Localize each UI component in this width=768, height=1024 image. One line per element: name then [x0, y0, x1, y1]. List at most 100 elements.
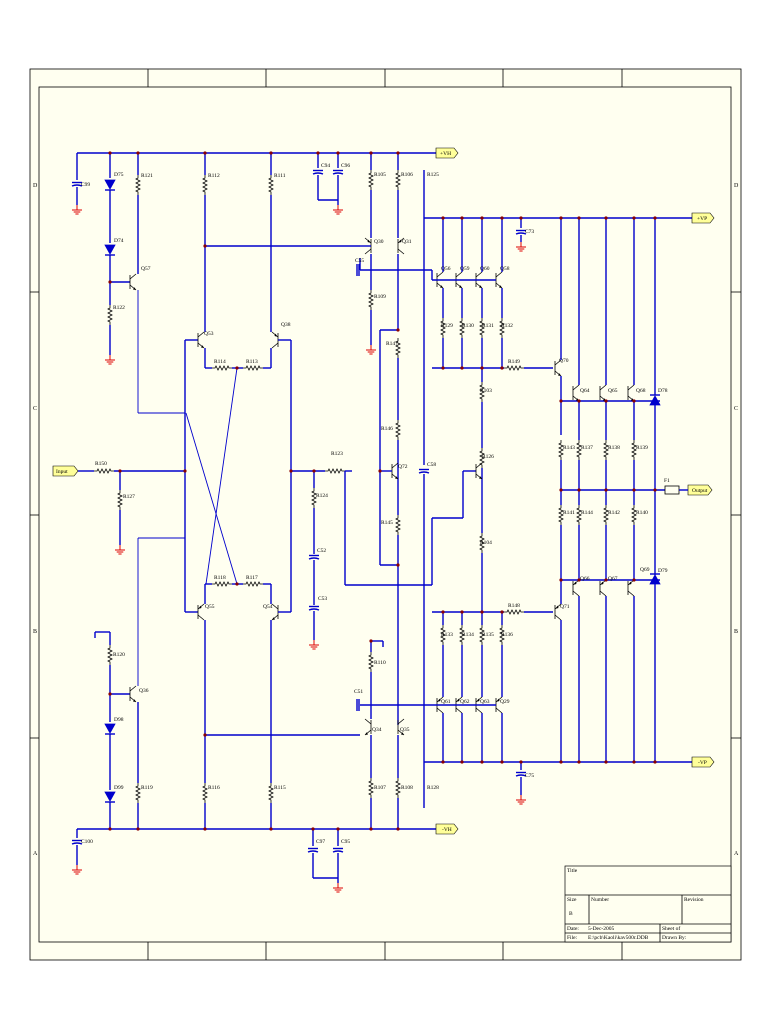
port-output: Output [687, 484, 713, 496]
size-value: B [569, 911, 573, 917]
label-r125: R125 [427, 172, 439, 178]
label-d79: D79 [658, 568, 668, 574]
svg-text:-VH: -VH [442, 827, 452, 833]
feedback-network [291, 468, 476, 650]
title-label: Title [567, 868, 578, 874]
svg-text:Input: Input [56, 469, 68, 475]
label-r123: R123 [331, 451, 343, 457]
port-vp-neg: -VP [691, 756, 715, 768]
label-q35: Q35 [400, 727, 410, 733]
vas-stage [356, 153, 432, 829]
label-r149: R149 [508, 359, 520, 365]
svg-text:Output: Output [692, 488, 708, 494]
label-c55: C55 [355, 258, 364, 264]
label-r150: R150 [95, 461, 107, 467]
label-r110: R110 [374, 660, 386, 666]
label-r130: R130 [462, 323, 474, 329]
label-r106: R106 [401, 172, 413, 178]
label-r142: R142 [608, 510, 620, 516]
label-d75: D75 [114, 172, 124, 178]
label-q61: Q61 [441, 699, 451, 705]
label-q63: Q63 [480, 699, 490, 705]
label-q60: Q60 [480, 266, 490, 272]
ports: +VH +VP Input Output -VP -VH [52, 147, 715, 835]
label-r140: R140 [636, 510, 648, 516]
label-q36: Q36 [139, 688, 149, 694]
label-r139: R139 [636, 445, 648, 451]
label-r111: R111 [274, 173, 286, 179]
label-d99: D99 [114, 785, 124, 791]
junction-dots [108, 151, 657, 831]
label-q62: Q62 [460, 699, 470, 705]
label-r137: R137 [581, 445, 593, 451]
label-q34: Q34 [372, 727, 382, 733]
date-label: Date: [567, 926, 579, 932]
label-r134: R134 [462, 632, 474, 638]
left-bias-network [71, 153, 185, 875]
zone-c-right: C [734, 406, 738, 412]
label-r126: R126 [482, 454, 494, 460]
label-r127: R127 [123, 494, 135, 500]
label-r145: R145 [381, 520, 393, 526]
label-r117: R117 [246, 575, 258, 581]
label-r114: R114 [214, 359, 226, 365]
label-c100: C100 [81, 839, 93, 845]
label-r129: R129 [441, 323, 453, 329]
label-r147: R147 [386, 341, 398, 347]
label-c95: C95 [341, 839, 350, 845]
label-q55: Q55 [205, 604, 215, 610]
zone-d-left: D [33, 183, 38, 189]
svg-text:-VP: -VP [698, 760, 707, 766]
label-q29: Q29 [500, 699, 510, 705]
label-c53: C53 [318, 596, 327, 602]
label-q57: Q57 [141, 266, 151, 272]
zone-a-left: A [33, 851, 38, 857]
label-r124: R124 [316, 493, 328, 499]
label-r113: R113 [246, 359, 258, 365]
label-r118: R118 [214, 575, 226, 581]
label-r143: R143 [563, 445, 575, 451]
zone-b-left: B [33, 629, 37, 635]
zone-c-left: C [33, 406, 37, 412]
label-r119: R119 [141, 785, 153, 791]
label-q69: Q69 [640, 567, 650, 573]
label-r141: R141 [563, 510, 575, 516]
title-block: Title Size B Number Revision Date: 5-Dec… [564, 865, 732, 943]
label-r120: R120 [113, 652, 125, 658]
label-f1: F1 [664, 478, 670, 484]
svg-text:+VH: +VH [440, 151, 451, 157]
label-q59: Q59 [460, 266, 470, 272]
file-label: File: [567, 935, 578, 941]
label-q30: Q30 [374, 239, 384, 245]
label-r148: R148 [508, 603, 520, 609]
sheet-label: Sheet of [662, 925, 680, 932]
label-r131: R131 [482, 323, 494, 329]
label-r103: R103 [480, 388, 492, 394]
label-q67: Q67 [608, 576, 618, 582]
label-c99: C99 [81, 182, 90, 188]
zone-b-right: B [734, 629, 738, 635]
label-c52: C52 [317, 548, 326, 554]
zone-d-right: D [734, 183, 739, 189]
label-r132: R132 [501, 323, 513, 329]
label-r128: R128 [427, 785, 439, 791]
label-q71: Q71 [560, 604, 570, 610]
label-d98: D98 [114, 717, 124, 723]
label-r121: R121 [141, 173, 153, 179]
label-q53: Q53 [204, 331, 214, 337]
label-c51: C51 [354, 689, 363, 695]
label-r107: R107 [374, 785, 386, 791]
zone-letters: D C B A D C B A [33, 183, 739, 857]
input-stage [78, 153, 360, 829]
label-r122: R122 [113, 305, 125, 311]
label-q72: Q72 [398, 464, 408, 470]
revision-label: Revision [684, 897, 704, 903]
label-q38: Q38 [281, 322, 291, 328]
label-r109: R109 [374, 294, 386, 300]
label-r104: R104 [480, 540, 492, 546]
label-q70: Q70 [559, 358, 569, 364]
size-label: Size [567, 897, 577, 903]
label-c73: C73 [525, 229, 534, 235]
label-q56: Q56 [441, 266, 451, 272]
